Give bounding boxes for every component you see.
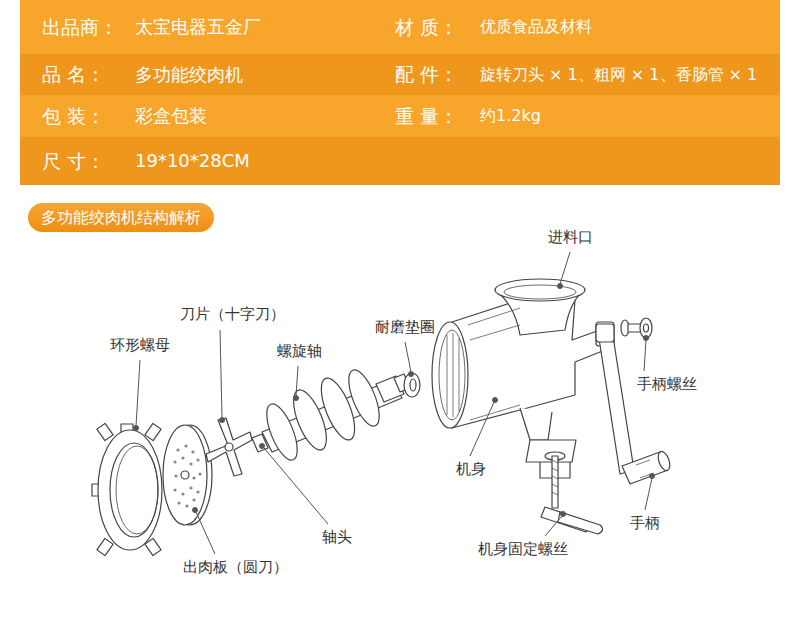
spec-label: 配 件： [395, 63, 458, 86]
spec-row-band: 出品商： 太宝电器五金厂 材 质： 优质食品及材料 [20, 0, 780, 54]
spec-value: 多功能绞肉机 [135, 64, 243, 86]
spec-value: 19*10*28CM [135, 150, 250, 172]
clamp-screw [541, 452, 603, 534]
ring-nut [92, 423, 162, 555]
part-label: 环形螺母 [110, 336, 170, 354]
part-label: 手柄螺丝 [637, 375, 697, 393]
screw-shaft [252, 366, 410, 464]
part-label: 机身固定螺丝 [478, 540, 568, 558]
spec-label: 尺 寸： [42, 150, 105, 173]
spec-label: 品 名： [42, 63, 105, 86]
part-label: 轴头 [322, 528, 352, 546]
part-label: 出肉板（圆刀） [183, 558, 288, 576]
spec-label: 材 质： [395, 16, 458, 39]
spec-value: 优质食品及材料 [480, 17, 592, 36]
part-label: 耐磨垫圈 [375, 318, 435, 336]
handle-screw [621, 318, 652, 338]
spec-row-band: 尺 寸： 19*10*28CM [20, 137, 780, 185]
spec-label: 包 装： [42, 105, 105, 128]
grinder-body [432, 279, 614, 478]
spec-value: 太宝电器五金厂 [135, 16, 261, 38]
spec-row-band: 品 名： 多功能绞肉机 配 件： 旋转刀头 × 1、粗网 × 1、香肠管 × 1 [20, 54, 780, 95]
part-label: 刀片（十字刀） [180, 305, 285, 323]
part-label: 螺旋轴 [277, 342, 322, 360]
section-title-pill: 多功能绞肉机结构解析 [28, 203, 214, 232]
spec-label: 出品商： [42, 16, 118, 39]
part-label: 进料口 [548, 228, 593, 246]
leader-lines [134, 252, 655, 554]
spec-value: 旋转刀头 × 1、粗网 × 1、香肠管 × 1 [480, 65, 757, 84]
spec-row-band: 包 装： 彩盒包装 重 量： 约1.2kg [20, 95, 780, 137]
spec-label: 重 量： [395, 105, 458, 128]
section-title: 多功能绞肉机结构解析 [41, 208, 201, 227]
spec-value: 约1.2kg [480, 106, 541, 125]
part-label: 手柄 [630, 514, 660, 532]
part-label: 机身 [456, 460, 486, 478]
spec-value: 彩盒包装 [135, 105, 207, 127]
cross-blade [206, 418, 252, 476]
cutting-plate [163, 425, 212, 525]
crank-handle [596, 324, 672, 484]
